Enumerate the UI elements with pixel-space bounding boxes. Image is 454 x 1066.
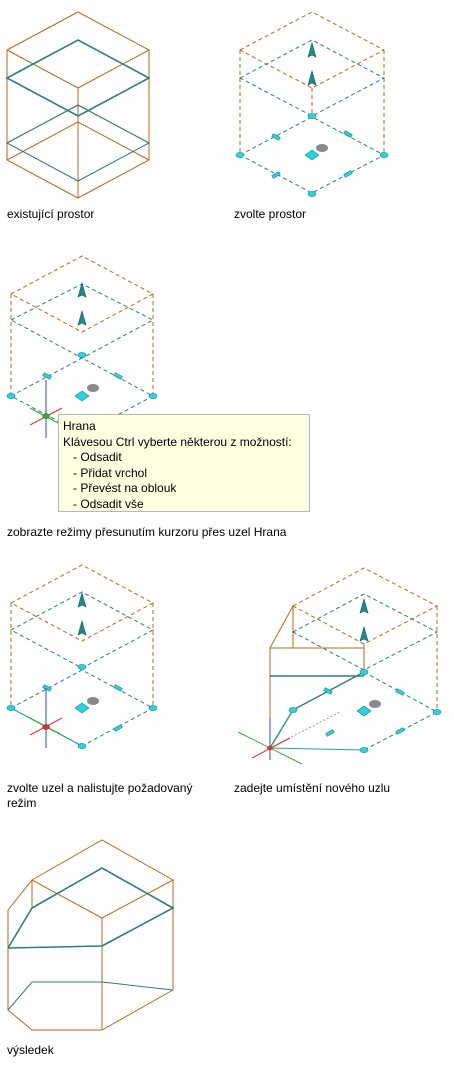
figure-result bbox=[7, 839, 175, 1031]
caption-result: výsledek bbox=[7, 1043, 54, 1057]
tooltip-option-convert-to-arc: - Převést na oblouk bbox=[73, 481, 177, 495]
cursor-crosshair-icon bbox=[237, 718, 303, 765]
figure-cycle-modes bbox=[6, 564, 158, 749]
tooltip-option-offset-all: - Odsadit vše bbox=[73, 496, 144, 511]
grip-dot-icon bbox=[316, 144, 328, 152]
height-arrow-icon bbox=[307, 42, 317, 58]
edge-grip-icon bbox=[343, 170, 353, 178]
caption-hover-edge: zobrazte režimy přesunutím kurzoru přes … bbox=[7, 525, 287, 539]
tooltip-title: Hrana bbox=[63, 419, 96, 433]
edge-node-tooltip: Hrana Klávesou Ctrl vyberte některou z m… bbox=[58, 414, 310, 512]
tooltip-option-add-vertex: - Přidat vrchol bbox=[73, 465, 148, 480]
cursor-crosshair-icon bbox=[29, 380, 63, 438]
figure-hover-edge bbox=[6, 255, 158, 438]
caption-cycle-modes: zvolte uzel a nalistujte požadovaný reži… bbox=[7, 781, 193, 810]
figure-existing-space bbox=[5, 11, 151, 199]
tooltip-option-offset: - Odsadit bbox=[73, 450, 122, 464]
tooltip-instruction: Klávesou Ctrl vyberte některou z možnost… bbox=[63, 434, 292, 449]
caption-existing-space: existující prostor bbox=[7, 207, 95, 221]
figure-new-node bbox=[237, 567, 442, 765]
caption-new-node: zadejte umístění nového uzlu bbox=[234, 781, 391, 795]
caption-select-space: zvolte prostor bbox=[234, 207, 307, 221]
grip-icon bbox=[307, 113, 317, 119]
center-grip-icon bbox=[304, 149, 320, 161]
height-arrow-icon bbox=[307, 70, 317, 86]
grip-icon bbox=[235, 152, 245, 158]
grip-icon bbox=[379, 152, 389, 158]
grip-icon bbox=[307, 191, 317, 197]
figure-select-space bbox=[235, 11, 389, 197]
cursor-crosshair-icon bbox=[29, 688, 63, 748]
